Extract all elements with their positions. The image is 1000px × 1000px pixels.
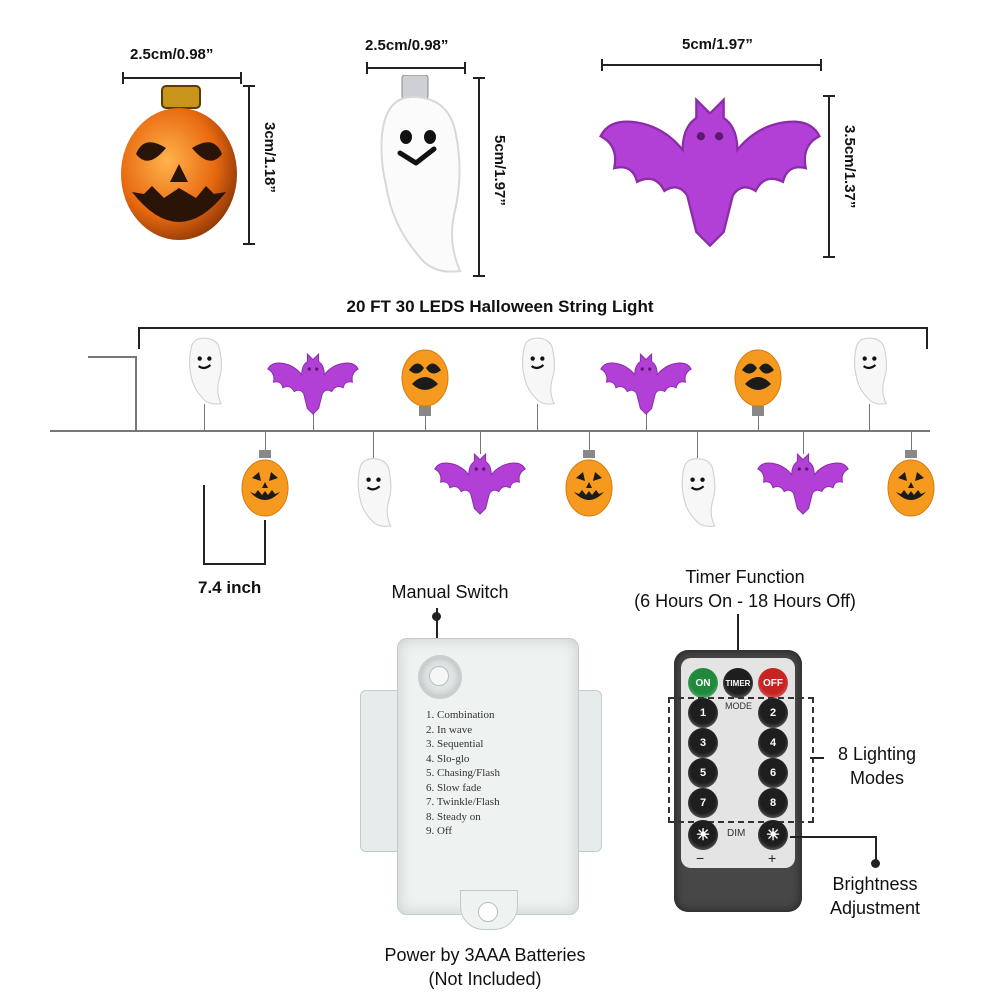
bat-light-icon	[756, 450, 850, 520]
ghost-light-icon	[182, 335, 226, 410]
pumpkin-light-icon	[400, 348, 450, 418]
bat-width-label: 5cm/1.97”	[682, 36, 753, 53]
pumpkin-light-icon	[240, 450, 290, 520]
mode-button-2[interactable]: 2	[758, 698, 788, 728]
pumpkin-height-dimension	[243, 85, 255, 245]
mode-item: 4. Slo-glo	[426, 752, 470, 765]
pumpkin-width-label: 2.5cm/0.98”	[130, 46, 214, 63]
timer-function-label: Timer Function (6 Hours On - 18 Hours Of…	[634, 567, 856, 611]
ghost-height-dimension	[473, 77, 485, 277]
mode-item: 9. Off	[426, 825, 453, 837]
on-button[interactable]: ON	[688, 668, 718, 698]
pumpkin-width-dimension	[122, 72, 242, 84]
mode-item: 6. Slow fade	[426, 781, 482, 794]
mode-item: 1. Combination	[426, 709, 495, 721]
dim-up-button[interactable]: ☀	[758, 820, 788, 850]
modes-highlight-box	[668, 697, 814, 823]
timer-pointer-line	[737, 614, 739, 674]
mode-button-7[interactable]: 7	[688, 788, 718, 818]
brightness-pointer-h	[790, 836, 876, 838]
minus-label: −	[696, 850, 705, 866]
bat-light-icon	[599, 350, 693, 420]
string-wire	[50, 430, 930, 432]
ghost-width-label: 2.5cm/0.98”	[365, 37, 449, 54]
pumpkin-light-icon	[564, 450, 614, 520]
mode-item: 8. Steady on	[426, 810, 481, 823]
bat-light-icon	[266, 350, 360, 420]
pumpkin-light-icon	[121, 85, 237, 240]
battery-box-hole	[478, 902, 498, 922]
modes-pointer-line	[810, 757, 824, 759]
spacing-dimension-right	[264, 520, 266, 565]
pumpkin-light-icon	[733, 348, 783, 418]
string-title: 20 FT 30 LEDS Halloween String Light	[346, 297, 654, 316]
ghost-width-dimension	[366, 62, 466, 74]
mode-button-3[interactable]: 3	[688, 728, 718, 758]
brightness-pointer-v	[875, 836, 877, 864]
bat-height-label: 3.5cm/1.37”	[841, 125, 858, 209]
dim-down-button[interactable]: ☀	[688, 820, 718, 850]
mode-button-8[interactable]: 8	[758, 788, 788, 818]
ghost-light-icon	[847, 335, 891, 410]
plus-label: +	[768, 850, 777, 866]
power-label: Power by 3AAA Batteries (Not Included)	[384, 945, 586, 989]
spacing-dimension-left	[203, 485, 205, 565]
brightness-label: Brightness Adjustment	[829, 874, 921, 918]
mode-list: 1. Combination 2. In wave 3. Sequential …	[426, 708, 500, 839]
timer-button[interactable]: TIMER	[723, 668, 753, 698]
bat-light-icon	[596, 95, 824, 255]
ghost-light-icon	[380, 75, 462, 273]
mode-item: 2. In wave	[426, 723, 473, 736]
plug-wire	[88, 356, 136, 358]
ghost-light-icon	[515, 335, 559, 410]
manual-switch-label: Manual Switch	[391, 582, 509, 602]
spacing-dimension-line	[203, 563, 266, 565]
string-length-bracket	[138, 327, 928, 349]
mode-item: 5. Chasing/Flash	[426, 767, 500, 779]
ghost-height-label: 5cm/1.97”	[491, 135, 508, 206]
pumpkin-height-label: 3cm/1.18”	[261, 122, 278, 193]
mode-item: 7. Twinkle/Flash	[426, 796, 500, 808]
switch-pointer-dot	[432, 612, 441, 621]
bat-height-dimension	[823, 95, 835, 258]
mode-label: MODE	[725, 701, 752, 711]
plug-wire-vertical	[135, 356, 137, 432]
bat-width-dimension	[601, 59, 822, 71]
brightness-pointer-dot	[871, 859, 880, 868]
mode-item: 3. Sequential	[426, 738, 484, 750]
mode-button-1[interactable]: 1	[688, 698, 718, 728]
mode-button-5[interactable]: 5	[688, 758, 718, 788]
lighting-modes-label: 8 Lighting Modes	[837, 744, 917, 788]
mode-button-6[interactable]: 6	[758, 758, 788, 788]
dim-label: DIM	[727, 828, 746, 839]
bat-light-icon	[433, 450, 527, 520]
ghost-light-icon	[351, 455, 395, 533]
ghost-light-icon	[675, 455, 719, 533]
switch-pointer-line	[436, 608, 438, 658]
off-button[interactable]: OFF	[758, 668, 788, 698]
pumpkin-light-icon	[886, 450, 936, 520]
spacing-label: 7.4 inch	[198, 578, 262, 597]
mode-button-4[interactable]: 4	[758, 728, 788, 758]
